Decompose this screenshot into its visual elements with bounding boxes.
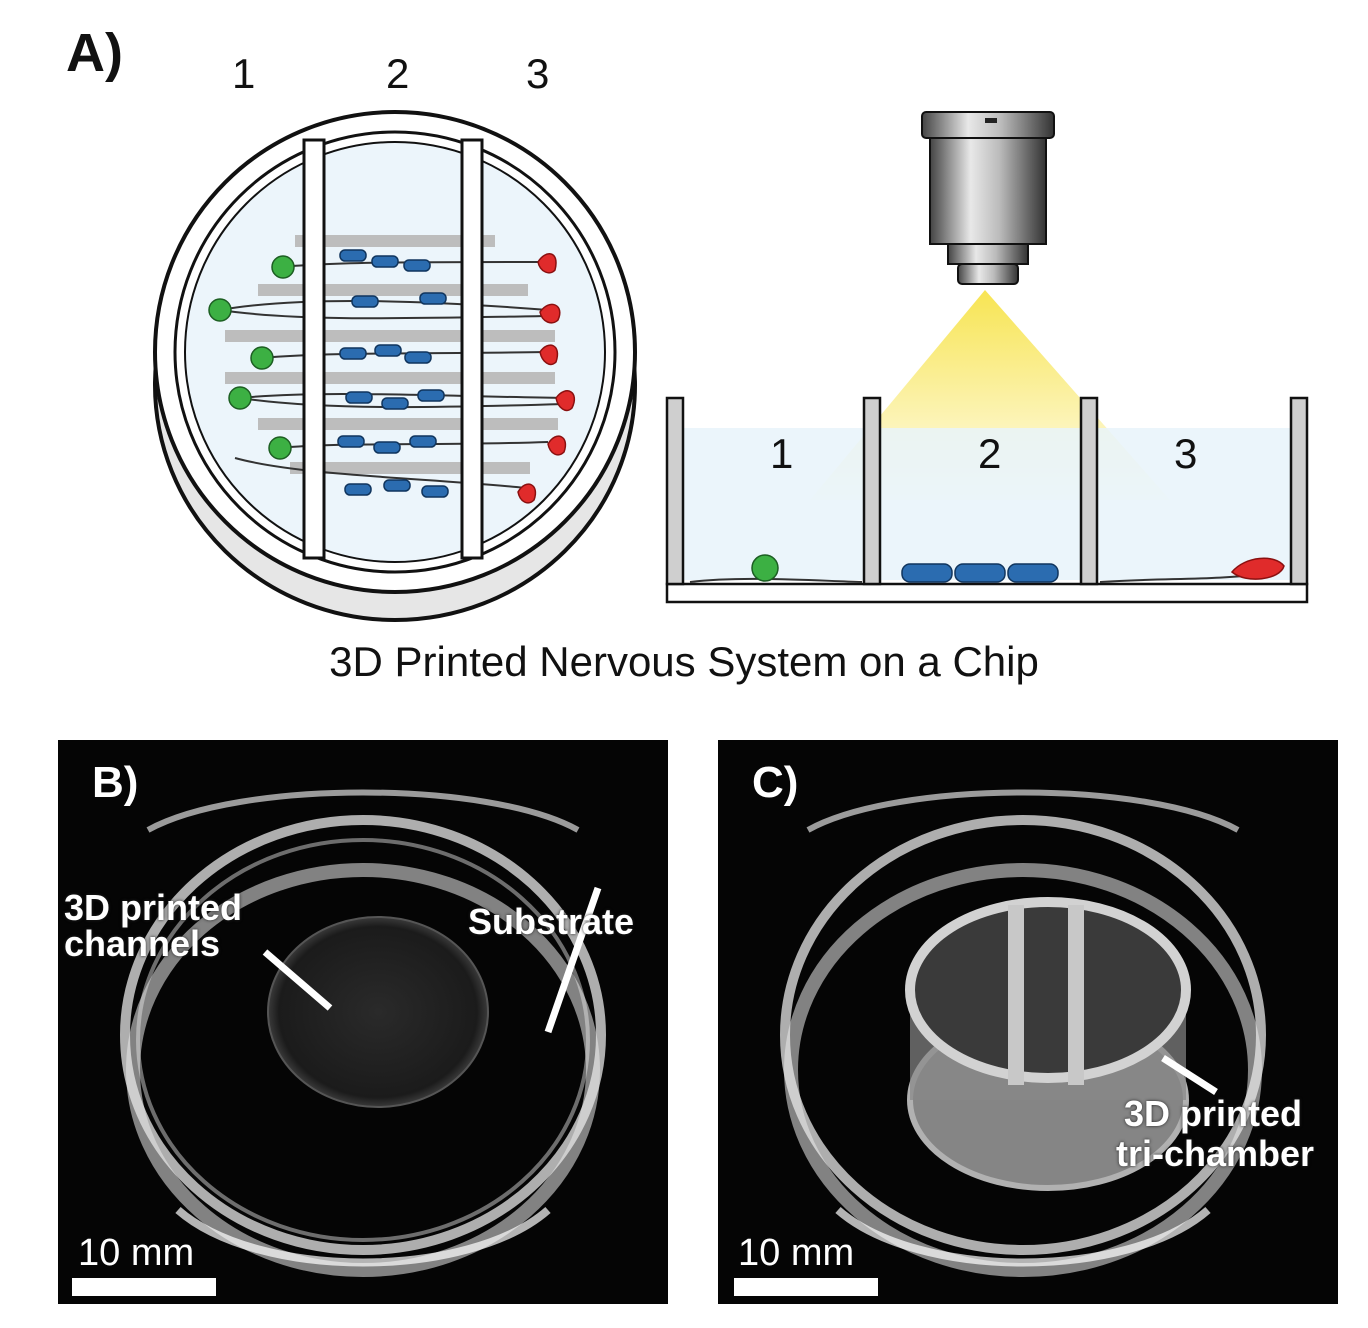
side-glia	[901, 563, 1059, 583]
panel-a-letter: A)	[66, 23, 123, 83]
panel-c-scale-label: 10 mm	[738, 1232, 855, 1274]
side-view-label-1: 1	[770, 430, 794, 477]
label-substrate: Substrate	[468, 901, 635, 942]
panel-b-photo: B) 3D printed channels Substrate 10 mm	[58, 740, 668, 1304]
panel-b-dish-illustration	[120, 789, 606, 1277]
figure-caption: 3D Printed Nervous System on a Chip	[329, 638, 1039, 685]
neuron-cells	[208, 255, 295, 460]
top-view-label-2: 2	[386, 50, 410, 97]
top-view-label-1: 1	[232, 50, 256, 97]
printed-channels	[225, 235, 558, 474]
dish-outer-rim	[153, 110, 637, 594]
side-target	[1230, 557, 1285, 580]
side-neuron	[751, 554, 779, 582]
chamber-walls	[302, 138, 484, 560]
panel-b-letter: B)	[92, 758, 139, 807]
top-view-label-3: 3	[526, 50, 550, 97]
panel-c-photo: C) 3D printed tri-chamber 10 mm	[718, 740, 1338, 1304]
dish-rim-shadow	[153, 148, 637, 622]
side-view-label-2: 2	[978, 430, 1002, 477]
neurites	[219, 261, 566, 489]
label-printed-channels: 3D printed channels	[64, 887, 243, 964]
dish-inner-rim	[173, 130, 617, 574]
side-view-label-3: 3	[1174, 430, 1198, 477]
panel-c-letter: C)	[752, 758, 799, 807]
label-chamber-line1: 3D printed	[1124, 1093, 1303, 1134]
glia-cells	[337, 249, 449, 498]
panel-c-scale-bar	[734, 1278, 878, 1296]
label-chamber-line2: tri-chamber	[1116, 1133, 1315, 1174]
dish-floor	[184, 141, 606, 563]
microscope-objective-icon	[921, 111, 1055, 285]
side-view-base	[665, 582, 1309, 604]
target-cells	[517, 253, 576, 504]
panel-c-dish-illustration	[780, 789, 1266, 1277]
panel-b-scale-bar	[72, 1278, 216, 1296]
side-view-walls	[665, 396, 1309, 586]
panel-b-scale-label: 10 mm	[78, 1232, 195, 1274]
